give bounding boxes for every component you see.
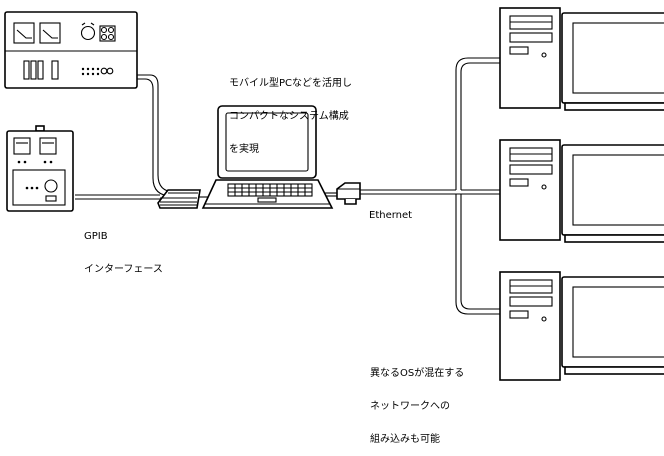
mixed-os-caption: 異なるOSが混在する ネットワークへの 組み込みも可能 xyxy=(370,346,464,456)
mobile-pc-caption-line2: コンパクトなシステム構成 xyxy=(229,111,349,122)
ethernet-label: Ethernet xyxy=(369,210,413,221)
gpib-interface-label: GPIB インターフェース xyxy=(84,209,163,286)
mixed-os-caption-line2: ネットワークへの xyxy=(370,401,450,412)
mobile-pc-caption-line1: モバイル型PCなどを活用し xyxy=(229,78,353,89)
laptop-keyboard xyxy=(227,183,313,197)
mixed-os-caption-line3: 組み込みも可能 xyxy=(370,434,440,445)
mobile-laptop-pc xyxy=(201,105,334,209)
network-computer-middle xyxy=(499,139,664,243)
network-computer-bottom xyxy=(499,271,664,381)
cables xyxy=(75,57,500,315)
mobile-pc-caption: モバイル型PCなどを活用し コンパクトなシステム構成 を実現 xyxy=(229,56,352,166)
mobile-pc-caption-line3: を実現 xyxy=(229,144,259,155)
ethernet-branch-bottom xyxy=(455,194,500,315)
gpib-interface-module xyxy=(157,189,201,209)
ethernet-adapter xyxy=(336,182,361,205)
gpib-label-line1: GPIB xyxy=(84,231,108,242)
network-computer-top xyxy=(499,7,664,111)
gpib-label-line2: インターフェース xyxy=(84,264,163,275)
measurement-instrument-top xyxy=(4,11,138,89)
mixed-os-caption-line1: 異なるOSが混在する xyxy=(370,368,465,379)
measurement-instrument-bottom xyxy=(6,125,74,212)
gpib-cable-top-instrument xyxy=(137,74,176,193)
network-diagram xyxy=(4,7,664,381)
ethernet-branch-top xyxy=(455,57,500,190)
